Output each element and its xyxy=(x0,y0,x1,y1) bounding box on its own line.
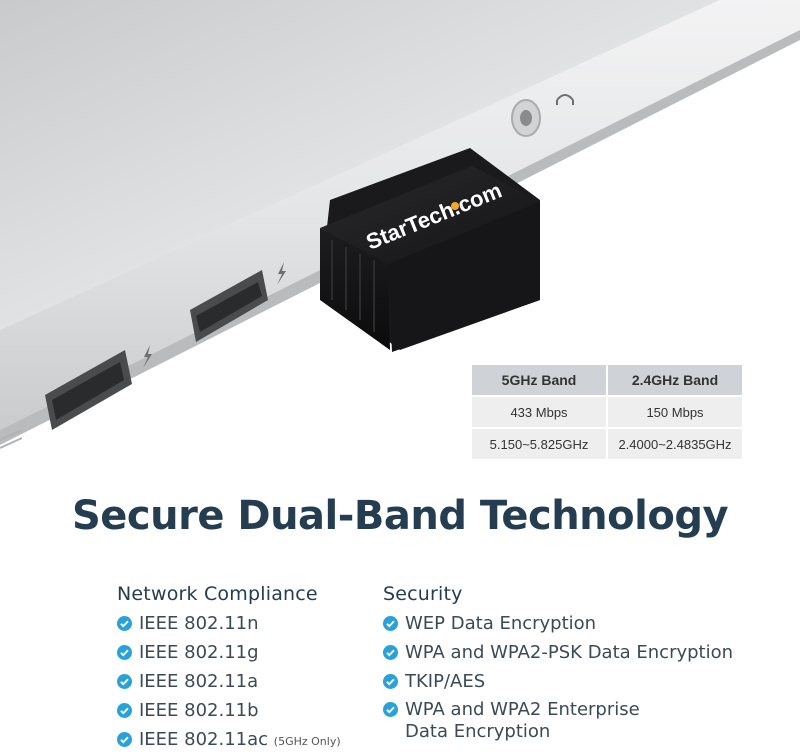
list-item: WPA and WPA2 Enterprise Data Encryption xyxy=(383,696,733,743)
check-circle-icon xyxy=(117,732,132,747)
table-cell: 433 Mbps xyxy=(470,395,608,429)
list-item-label: TKIP/AES xyxy=(405,671,486,692)
table-cell: 2.4000~2.4835GHz xyxy=(606,427,744,461)
table-header-5ghz: 5GHz Band xyxy=(470,363,608,397)
table-row: 5.150~5.825GHz 2.4000~2.4835GHz xyxy=(470,427,744,461)
list-item: IEEE 802.11a xyxy=(117,667,341,696)
check-circle-icon xyxy=(383,645,398,660)
list-item: IEEE 802.11n xyxy=(117,609,341,638)
list-item-label: IEEE 802.11b xyxy=(139,700,259,721)
security-list: WEP Data Encryption WPA and WPA2-PSK Dat… xyxy=(383,609,733,743)
thunderbolt-icon xyxy=(277,262,286,285)
band-spec-table: 5GHz Band 2.4GHz Band 433 Mbps 150 Mbps … xyxy=(470,363,744,461)
list-item: WEP Data Encryption xyxy=(383,609,733,638)
check-circle-icon xyxy=(383,674,398,689)
table-header-24ghz: 2.4GHz Band xyxy=(606,363,744,397)
list-item-note: (5GHz Only) xyxy=(273,735,341,748)
list-item-label: WPA and WPA2-PSK Data Encryption xyxy=(405,642,734,663)
list-item-label: IEEE 802.11g xyxy=(139,642,259,663)
check-circle-icon xyxy=(117,674,132,689)
list-item: IEEE 802.11g xyxy=(117,638,341,667)
thunderbolt-icon xyxy=(143,345,152,368)
security-section: Security WEP Data Encryption WPA and WPA… xyxy=(383,583,733,743)
check-circle-icon xyxy=(117,703,132,718)
list-item-label: WEP Data Encryption xyxy=(405,613,597,634)
list-item: IEEE 802.11ac (5GHz Only) xyxy=(117,725,341,754)
port-slot xyxy=(45,350,132,430)
list-item-label-line2: Data Encryption xyxy=(405,721,551,742)
compliance-list: IEEE 802.11n IEEE 802.11g IEEE 802.11a I… xyxy=(117,609,341,754)
list-item-label-line1: WPA and WPA2 Enterprise xyxy=(405,699,640,720)
check-circle-icon xyxy=(117,616,132,631)
list-item-label: IEEE 802.11ac xyxy=(139,729,269,750)
list-item: TKIP/AES xyxy=(383,667,733,696)
page-title: Secure Dual-Band Technology xyxy=(71,493,729,539)
check-circle-icon xyxy=(383,702,398,717)
network-compliance-section: Network Compliance IEEE 802.11n IEEE 802… xyxy=(117,583,341,754)
section-title: Network Compliance xyxy=(117,583,318,605)
table-cell: 5.150~5.825GHz xyxy=(470,427,608,461)
list-item-label: IEEE 802.11n xyxy=(139,613,259,634)
product-photo: StarTech.com xyxy=(0,0,800,449)
list-item-label: IEEE 802.11a xyxy=(139,671,259,692)
port-slot xyxy=(190,270,268,342)
section-title: Security xyxy=(383,583,463,605)
headphone-icon xyxy=(556,94,574,105)
list-item: WPA and WPA2-PSK Data Encryption xyxy=(383,638,733,667)
table-cell: 150 Mbps xyxy=(606,395,744,429)
check-circle-icon xyxy=(383,616,398,631)
table-row: 433 Mbps 150 Mbps xyxy=(470,395,744,429)
list-item: IEEE 802.11b xyxy=(117,696,341,725)
check-circle-icon xyxy=(117,645,132,660)
usb-dongle: StarTech.com xyxy=(320,148,540,352)
side-vents xyxy=(0,429,23,449)
